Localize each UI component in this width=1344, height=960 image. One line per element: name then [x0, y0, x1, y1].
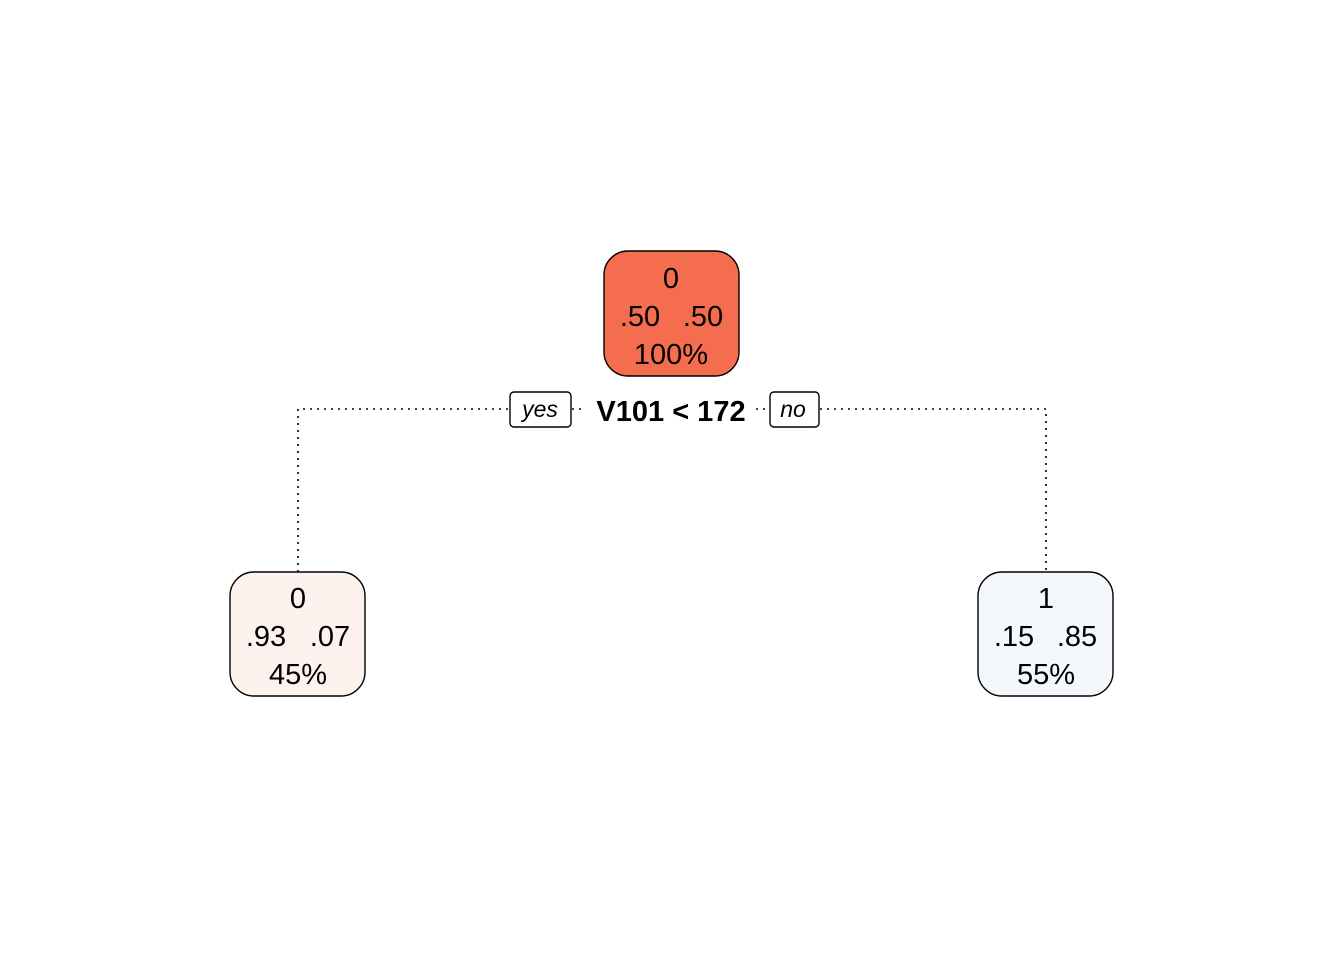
tree-edges — [297, 408, 1047, 572]
node-right-box — [977, 571, 1114, 697]
node-left-prob-0: .93 — [246, 621, 286, 653]
node-left-prob-1: .07 — [310, 621, 350, 653]
branch-no-label: no — [780, 396, 806, 422]
branch-yes-label: yes — [520, 396, 558, 422]
edge-right — [820, 408, 1047, 572]
node-right-leaf: 1 .15 .85 55% — [977, 571, 1114, 697]
node-root-prob-1: .50 — [683, 301, 723, 333]
branch-yes-box — [509, 391, 572, 428]
split-condition: V101 < 172 — [596, 396, 745, 428]
node-root-box — [603, 250, 740, 377]
node-root-prob-0: .50 — [620, 301, 660, 333]
node-right-prob-0: .15 — [994, 621, 1034, 653]
node-root-class: 0 — [663, 263, 679, 295]
split-row: yes V101 < 172 no — [509, 391, 820, 428]
node-right-percent: 55% — [1017, 659, 1075, 691]
node-right-prob-1: .85 — [1057, 621, 1097, 653]
node-left-class: 0 — [290, 583, 306, 615]
node-root: 0 .50 .50 100% — [603, 250, 740, 377]
node-root-percent: 100% — [634, 339, 708, 371]
node-left-box — [229, 571, 366, 697]
node-left-percent: 45% — [269, 659, 327, 691]
edge-left — [297, 408, 508, 572]
node-right-class: 1 — [1038, 583, 1054, 615]
node-left-leaf: 0 .93 .07 45% — [229, 571, 366, 697]
branch-no-box — [769, 391, 820, 428]
